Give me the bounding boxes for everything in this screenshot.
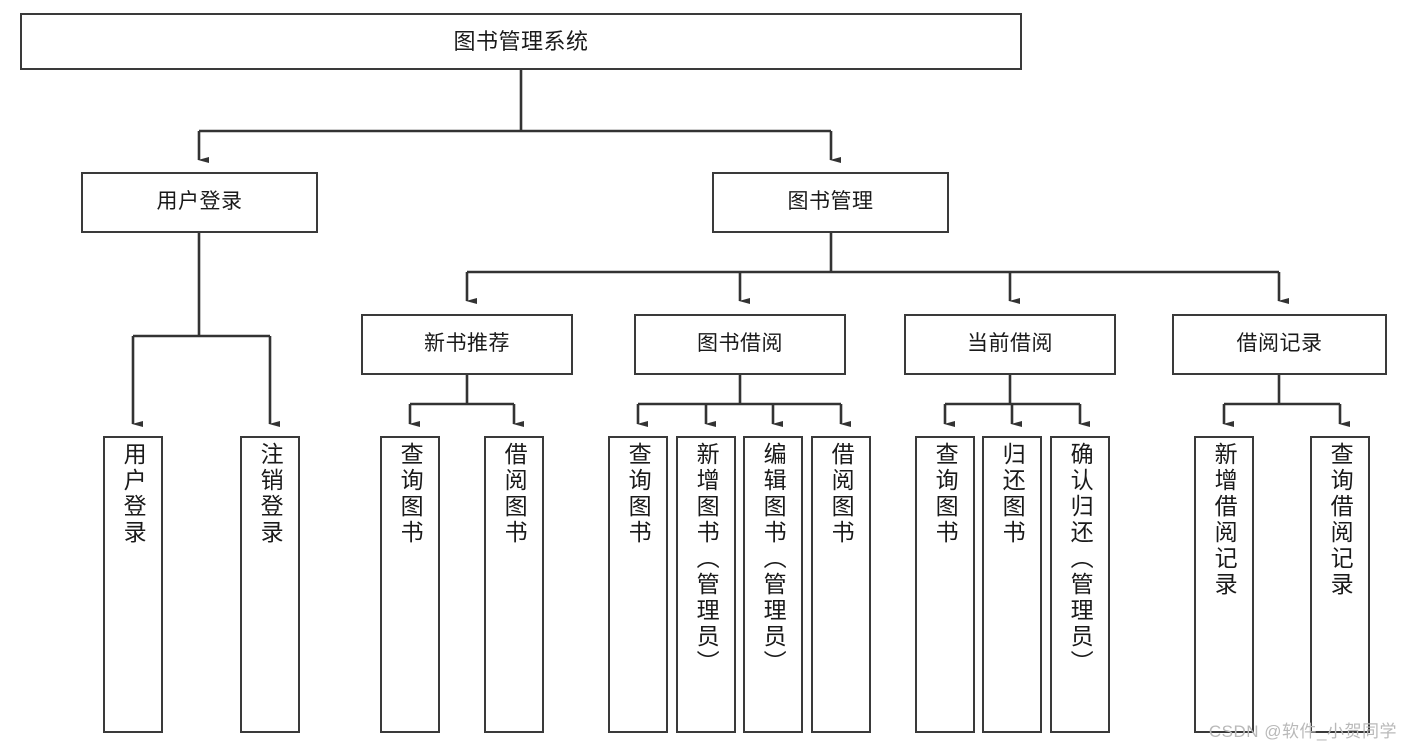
leaf-edit-book-label: 编辑图书（管理员） <box>760 442 787 676</box>
node-borrow-record[interactable]: 借阅记录 <box>1172 314 1387 375</box>
leaf-add-book[interactable]: 新增图书（管理员） <box>676 436 736 733</box>
node-book-borrow-label: 图书借阅 <box>697 332 783 356</box>
node-user-login[interactable]: 用户登录 <box>81 172 318 233</box>
leaf-add-book-label: 新增图书（管理员） <box>693 442 720 676</box>
node-current-borrow-label: 当前借阅 <box>967 332 1053 356</box>
leaf-borrow-book-recommend-label: 借阅图书 <box>501 442 528 546</box>
node-borrow-record-label: 借阅记录 <box>1236 332 1323 356</box>
leaf-query-book-borrow[interactable]: 查询图书 <box>608 436 668 733</box>
node-user-login-label: 用户登录 <box>156 190 243 214</box>
leaf-query-book-current-label: 查询图书 <box>932 442 959 546</box>
node-book-borrow[interactable]: 图书借阅 <box>634 314 846 375</box>
leaf-query-book-current[interactable]: 查询图书 <box>915 436 975 733</box>
leaf-query-book-recommend[interactable]: 查询图书 <box>380 436 440 733</box>
csdn-watermark: CSDN @软件_小贺同学 <box>1208 722 1397 741</box>
leaf-return-book[interactable]: 归还图书 <box>982 436 1042 733</box>
leaf-logout[interactable]: 注销登录 <box>240 436 300 733</box>
leaf-user-login[interactable]: 用户登录 <box>103 436 163 733</box>
leaf-edit-book[interactable]: 编辑图书（管理员） <box>743 436 803 733</box>
node-root-label: 图书管理系统 <box>453 28 589 54</box>
leaf-add-borrow-record-label: 新增借阅记录 <box>1211 442 1238 598</box>
leaf-logout-label: 注销登录 <box>257 442 284 546</box>
leaf-borrow-book-label: 借阅图书 <box>828 442 855 546</box>
leaf-query-borrow-record-label: 查询借阅记录 <box>1327 442 1354 598</box>
node-book-management-label: 图书管理 <box>787 190 874 214</box>
leaf-user-login-label: 用户登录 <box>120 442 147 546</box>
node-new-book-recommend[interactable]: 新书推荐 <box>361 314 573 375</box>
node-book-management[interactable]: 图书管理 <box>712 172 949 233</box>
leaf-query-book-recommend-label: 查询图书 <box>397 442 424 546</box>
leaf-borrow-book-recommend[interactable]: 借阅图书 <box>484 436 544 733</box>
node-new-book-recommend-label: 新书推荐 <box>424 332 510 356</box>
leaf-borrow-book[interactable]: 借阅图书 <box>811 436 871 733</box>
node-root[interactable]: 图书管理系统 <box>20 13 1022 70</box>
leaf-query-book-borrow-label: 查询图书 <box>625 442 652 546</box>
leaf-return-book-label: 归还图书 <box>999 442 1026 546</box>
leaf-confirm-return-label: 确认归还（管理员） <box>1067 442 1094 676</box>
leaf-add-borrow-record[interactable]: 新增借阅记录 <box>1194 436 1254 733</box>
node-current-borrow[interactable]: 当前借阅 <box>904 314 1116 375</box>
leaf-confirm-return[interactable]: 确认归还（管理员） <box>1050 436 1110 733</box>
leaf-query-borrow-record[interactable]: 查询借阅记录 <box>1310 436 1370 733</box>
